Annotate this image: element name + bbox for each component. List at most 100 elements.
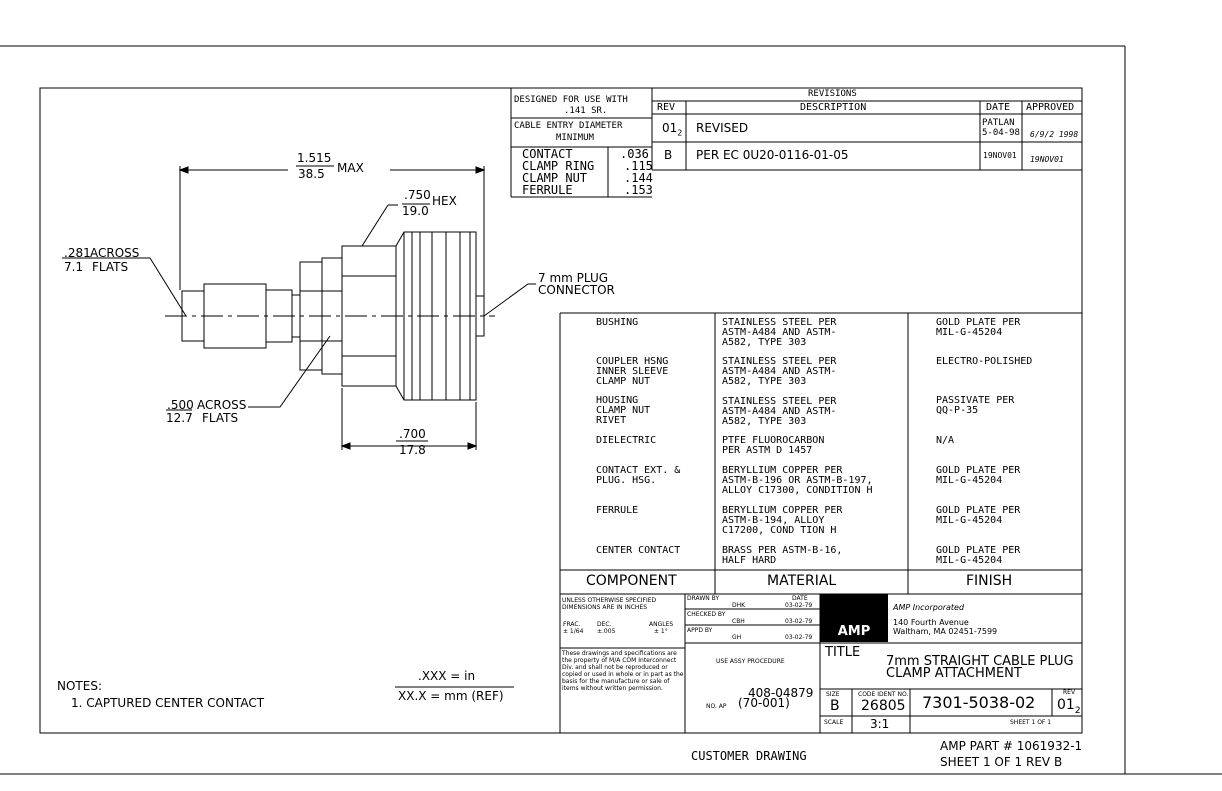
designed-for-label: DESIGNED FOR USE WITH — [514, 95, 628, 105]
sheet-value: SHEET 1 OF 1 — [1010, 719, 1052, 726]
scale-label: SCALE — [824, 719, 844, 726]
dec-value: ±.005 — [597, 628, 616, 635]
dim-length-mm: 17.8 — [399, 443, 426, 457]
bom-row-5-component: CONTACT EXT. &PLUG. HSG. — [596, 465, 681, 486]
scale-value: 3:1 — [870, 717, 890, 731]
amp-logo: AMP — [820, 594, 888, 642]
design-item-ferrule-value: .153 — [624, 183, 653, 197]
connector-drawing — [62, 165, 536, 450]
company-name: AMP Incorporated — [893, 603, 965, 612]
appd-date: 03-02-79 — [785, 634, 813, 641]
customer-drawing-label: CUSTOMER DRAWING — [691, 749, 807, 763]
code-ident-value: 26805 — [861, 698, 906, 714]
design-item-clamp-nut-value: .144 — [624, 171, 653, 185]
procedure-number: 408-04879 — [748, 686, 814, 700]
design-item-ferrule-name: FERRULE — [522, 183, 573, 197]
revision-row-2-rev: B — [664, 148, 673, 162]
title-label: TITLE — [825, 645, 861, 660]
bom-row-4-finish: N/A — [936, 435, 955, 446]
bom-row-7-component: CENTER CONTACT — [596, 545, 681, 556]
revision-row-2-description: PER EC 0U20-0116-01-05 — [696, 148, 849, 162]
bom-row-1-component: BUSHING — [596, 317, 639, 328]
amp-part-number: AMP PART # 1061932-1 — [940, 739, 1083, 753]
title-line-1: 7mm STRAIGHT CABLE PLUG — [886, 654, 1074, 669]
cable-entry-min: MINIMUM — [556, 133, 594, 143]
revisions-header-date: DATE — [986, 102, 1011, 113]
checked-by-label: CHECKED BY — [687, 611, 726, 618]
dec-label: DEC. — [597, 621, 612, 628]
drawn-date: 03-02-79 — [785, 602, 813, 609]
design-item-clamp-ring-value: .115 — [624, 159, 653, 173]
revisions-title: REVISIONS — [808, 89, 857, 99]
design-item-contact-name: CONTACT — [522, 147, 573, 161]
appd-by-name: GH — [732, 634, 742, 641]
revision-row-1-approved-signature: 6/9/2 1998 — [1030, 130, 1079, 139]
ownership-disclaimer: These drawings and specifications are th… — [562, 650, 684, 692]
revisions-header-description: DESCRIPTION — [800, 102, 867, 113]
units-note-line-1: .XXX = in — [418, 669, 476, 683]
rev-value: 012 — [1057, 697, 1081, 716]
designed-for-value: .141 SR. — [564, 106, 608, 116]
design-item-contact-value: .036 — [620, 147, 649, 161]
no-ap-value: (70-001) — [738, 696, 790, 710]
date-label: DATE — [792, 595, 808, 602]
drawing-number: 7301-5038-02 — [922, 693, 1036, 712]
units-note-line-2: XX.X = mm (REF) — [398, 689, 504, 703]
dim-overall-in: 1.515 — [297, 151, 332, 165]
use-assy-procedure-label: USE ASSY PROCEDURE — [716, 658, 785, 665]
frac-label: FRAC. — [563, 621, 581, 628]
bom-row-6-component: FERRULE — [596, 505, 639, 516]
connector-label-line2: CONNECTOR — [538, 283, 615, 297]
dim-length-in: .700 — [399, 427, 426, 441]
note-item-1: 1. CAPTURED CENTER CONTACT — [71, 696, 265, 710]
tolerance-title: UNLESS OTHERWISE SPECIFIED DIMENSIONS AR… — [562, 597, 657, 611]
revisions-header-rev: REV — [657, 102, 676, 113]
bom-header-component: COMPONENT — [586, 573, 677, 589]
revision-row-2-approved-signature: 19NOV01 — [1030, 155, 1064, 164]
bom-header-finish: FINISH — [966, 573, 1013, 589]
bom-row-2-finish: ELECTRO-POLISHED — [936, 356, 1033, 367]
revision-row-2-date: 19NOV01 — [983, 151, 1017, 160]
title-line-2: CLAMP ATTACHMENT — [886, 666, 1022, 681]
dim-flats-large-mm: 12.7 — [166, 411, 193, 425]
dim-hex-mm: 19.0 — [402, 204, 429, 218]
design-item-clamp-ring-name: CLAMP RING — [522, 159, 595, 173]
bom-row-7-material: BRASS PER ASTM-B-16,HALF HARD — [722, 545, 843, 566]
dim-flats-small-suffix: FLATS — [92, 260, 129, 274]
company-address-1: 140 Fourth Avenue — [893, 618, 969, 627]
notes-title: NOTES: — [57, 679, 102, 693]
design-info-table-lines — [510, 88, 652, 198]
size-value: B — [830, 698, 840, 714]
revision-row-1-rev: 012 — [662, 121, 683, 138]
bom-row-4-component: DIELECTRIC — [596, 435, 657, 446]
dim-flats-large-text: ACROSS — [197, 398, 247, 412]
rev-label: REV — [1063, 689, 1076, 696]
dim-flats-small-text: ACROSS — [90, 246, 140, 260]
drawn-by-label: DRAWN BY — [687, 595, 720, 602]
dim-overall-mm: 38.5 — [298, 167, 325, 181]
company-address-2: Waltham, MA 02451-7599 — [893, 627, 998, 636]
dim-hex-in: .750 — [404, 188, 431, 202]
angles-value: ± 1° — [654, 628, 668, 635]
angles-label: ANGLES — [649, 621, 674, 628]
revision-row-1-description: REVISED — [696, 121, 749, 135]
frac-value: ± 1/64 — [563, 628, 584, 635]
code-ident-label: CODE IDENT NO. — [858, 691, 909, 698]
revision-row-1-date: PATLAN 5-04-98 — [982, 118, 1020, 138]
bom-header-material: MATERIAL — [767, 573, 837, 589]
revisions-table-lines — [651, 88, 1082, 171]
checked-by-name: CBH — [732, 618, 745, 625]
dim-flats-large-suffix: FLATS — [202, 411, 239, 425]
